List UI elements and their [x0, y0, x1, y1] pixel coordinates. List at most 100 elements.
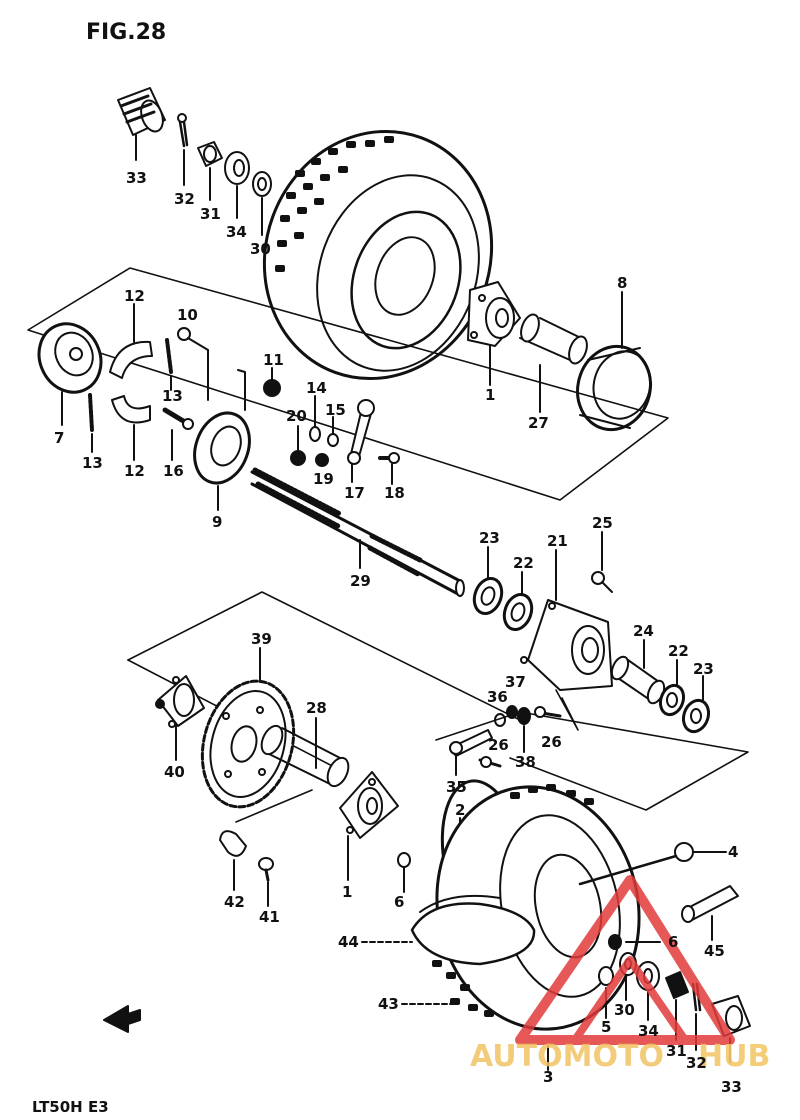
part-18-bolt[interactable]	[378, 452, 400, 464]
callout-34: 34	[638, 1022, 659, 1040]
callout-32: 32	[686, 1054, 707, 1072]
part-31-nut-top[interactable]	[197, 141, 223, 167]
part-24-spacer[interactable]	[609, 654, 668, 706]
figure-title: FIG.28	[86, 20, 167, 45]
callout-37: 37	[505, 673, 526, 691]
part-38-spring[interactable]	[517, 707, 531, 725]
part-35-brake-lever[interactable]	[449, 729, 493, 757]
callout-23: 23	[693, 660, 714, 678]
callout-22: 22	[668, 642, 689, 660]
part-37-nut[interactable]	[506, 705, 518, 719]
part-23-bearing-lower[interactable]	[679, 697, 712, 735]
callout-17: 17	[344, 484, 365, 502]
part-23-bearing-upper[interactable]	[470, 575, 507, 618]
callout-38: 38	[515, 753, 536, 771]
callout-2: 2	[455, 801, 465, 819]
part-9-brake-disc[interactable]	[185, 369, 258, 491]
part-6-nut-b[interactable]	[608, 934, 622, 950]
callout-34: 34	[226, 223, 247, 241]
callout-12: 12	[124, 287, 145, 305]
part-29-rear-axle[interactable]	[250, 467, 465, 597]
callout-31: 31	[666, 1042, 687, 1060]
callout-14: 14	[306, 379, 327, 397]
part-13-spring-upper[interactable]	[165, 338, 173, 374]
callout-7: 7	[54, 429, 64, 447]
assembly-boundary-upper	[27, 267, 669, 501]
callout-10: 10	[177, 306, 198, 324]
callout-24: 24	[633, 622, 654, 640]
callout-16: 16	[163, 462, 184, 480]
part-17-brake-arm[interactable]	[347, 399, 375, 465]
part-39-sprocket[interactable]	[189, 671, 307, 817]
callout-20: 20	[286, 407, 307, 425]
callout-19: 19	[313, 470, 334, 488]
callout-26: 26	[541, 733, 562, 751]
part-21-axle-housing[interactable]	[520, 599, 613, 691]
part-12-brake-shoe-upper[interactable]	[109, 340, 153, 379]
part-42-lock-washer[interactable]	[219, 830, 247, 857]
callout-12: 12	[124, 462, 145, 480]
part-44-inner-tube[interactable]	[410, 894, 536, 966]
part-25-bolt[interactable]	[591, 571, 613, 593]
callout-35: 35	[446, 778, 467, 796]
callout-30: 30	[614, 1001, 635, 1019]
part-40-sprocket-hub[interactable]	[155, 675, 205, 728]
callout-23: 23	[479, 529, 500, 547]
part-12-brake-shoe-lower[interactable]	[111, 395, 151, 424]
callout-18: 18	[384, 484, 405, 502]
part-34-washer-top[interactable]	[224, 151, 250, 185]
part-1-hub-upper[interactable]	[467, 281, 521, 347]
callout-28: 28	[306, 699, 327, 717]
callout-1: 1	[485, 386, 495, 404]
part-11-nut[interactable]	[263, 379, 281, 397]
part-22-seal-lower[interactable]	[657, 682, 688, 718]
callout-1: 1	[342, 883, 352, 901]
callout-31: 31	[200, 205, 221, 223]
part-27-spacer-upper[interactable]	[518, 312, 591, 366]
part-31-nut-lower[interactable]	[665, 971, 689, 999]
part-36-washer[interactable]	[494, 713, 506, 727]
part-45-wheel-stud[interactable]	[681, 885, 739, 923]
callout-33: 33	[126, 169, 147, 187]
callout-15: 15	[325, 401, 346, 419]
watermark-logo-icon	[515, 875, 735, 1045]
callout-44: 44	[338, 933, 359, 951]
part-26-bolt-a[interactable]	[534, 706, 562, 718]
part-15-washer[interactable]	[327, 433, 339, 447]
part-5-nut[interactable]	[598, 966, 614, 986]
part-7-brake-panel[interactable]	[28, 314, 112, 403]
part-33-castle-nut-top[interactable]	[117, 87, 167, 136]
callout-42: 42	[224, 893, 245, 911]
callout-41: 41	[259, 908, 280, 926]
part-4-cap-nut[interactable]	[674, 842, 694, 862]
part-10-bolt[interactable]	[177, 327, 209, 351]
part-30-washer-top[interactable]	[252, 171, 272, 197]
part-16-brake-cam[interactable]	[162, 407, 194, 430]
callout-5: 5	[601, 1018, 611, 1036]
callout-29: 29	[350, 572, 371, 590]
callout-26: 26	[488, 736, 509, 754]
part-20-nut[interactable]	[290, 450, 306, 466]
part-6-nut-a[interactable]	[397, 852, 411, 868]
callout-13: 13	[162, 387, 183, 405]
part-upper-tire-wheel[interactable]	[230, 99, 526, 411]
part-19-nut[interactable]	[315, 453, 329, 467]
part-13-spring-lower[interactable]	[88, 393, 94, 432]
callout-22: 22	[513, 554, 534, 572]
part-41-bolt[interactable]	[258, 857, 274, 882]
assembly-boundary-lower	[127, 591, 749, 811]
callout-33: 33	[721, 1078, 742, 1096]
callout-36: 36	[487, 688, 508, 706]
callout-45: 45	[704, 942, 725, 960]
part-22-seal-upper[interactable]	[500, 591, 537, 634]
part-14-washer[interactable]	[309, 426, 321, 442]
watermark-text-left: AUTOMOTO	[470, 1039, 664, 1074]
part-26-bolt-b[interactable]	[478, 756, 502, 768]
part-28-spacer[interactable]	[258, 723, 353, 790]
part-32-cotter-pin-top[interactable]	[177, 113, 189, 148]
callout-6: 6	[394, 893, 404, 911]
callout-27: 27	[528, 414, 549, 432]
callout-13: 13	[82, 454, 103, 472]
part-1-hub-lower[interactable]	[339, 771, 399, 839]
